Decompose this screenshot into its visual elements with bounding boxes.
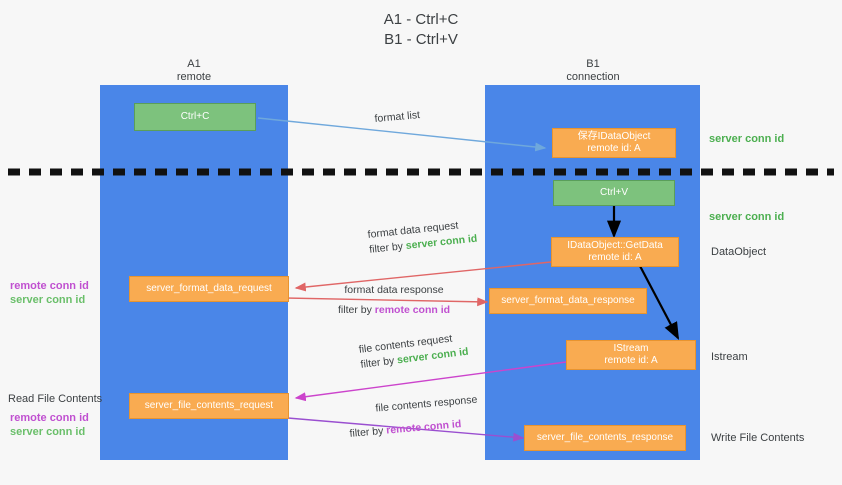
node-server-format-data-response[interactable]: server_format_data_response — [489, 288, 647, 314]
label-server-conn-id-1: server conn id — [10, 294, 86, 306]
node-server-file-contents-response-label: server_file_contents_response — [536, 432, 674, 443]
annotation-file-contents-request: file contents request filter by server c… — [358, 330, 469, 373]
annotation-format-data-response-prefix: filter by — [338, 304, 375, 316]
annotation-format-data-request: format data request filter by server con… — [367, 217, 478, 258]
annotation-format-data-request-prefix: filter by — [368, 240, 407, 256]
node-ctrl-c-label: Ctrl+C — [180, 111, 210, 122]
column-header-a1: A1 remote — [104, 58, 284, 84]
annotation-format-data-response-line2: filter by remote conn id — [338, 303, 450, 318]
node-istream-line1: IStream — [613, 343, 649, 354]
annotation-format-list: format list — [374, 108, 421, 127]
node-server-format-data-request-label: server_format_data_request — [146, 283, 272, 294]
label-read-file-contents: Read File Contents — [8, 393, 103, 405]
annotation-format-data-response-highlight: remote conn id — [374, 304, 451, 316]
node-server-file-contents-request[interactable]: server_file_contents_request — [129, 393, 289, 419]
annotation-file-contents-response-line1: file contents response — [374, 393, 478, 415]
title-line-1: A1 - Ctrl+C — [383, 11, 459, 28]
annotation-file-contents-response-prefix: filter by — [349, 424, 387, 440]
node-istream-line2: remote id: A — [604, 355, 658, 366]
label-istream: Istream — [711, 351, 748, 363]
column-b1-name: B1 — [586, 58, 600, 70]
label-dataobject: DataObject — [711, 246, 767, 258]
column-b1-role: connection — [566, 71, 620, 83]
label-conn-id-stack-bottom: remote conn id server conn id — [10, 411, 89, 439]
annotation-file-contents-request-prefix: filter by — [359, 354, 398, 371]
node-istream[interactable]: IStream remote id: A — [566, 340, 696, 370]
label-server-conn-id-mid: server conn id — [709, 211, 785, 223]
annotation-file-contents-response-line2: filter by remote conn id — [349, 416, 480, 442]
label-server-conn-id-2: server conn id — [10, 426, 86, 438]
node-ctrl-v[interactable]: Ctrl+V — [553, 180, 675, 206]
page-title: A1 - Ctrl+C B1 - Ctrl+V — [0, 10, 842, 50]
column-a1-role: remote — [176, 71, 212, 83]
annotation-file-contents-response: file contents response filter by remote … — [347, 393, 480, 442]
annotation-file-contents-response-highlight: remote conn id — [385, 418, 462, 437]
title-line-2: B1 - Ctrl+V — [384, 31, 458, 48]
column-header-b1: B1 connection — [503, 58, 683, 84]
label-conn-id-stack-top: remote conn id server conn id — [10, 279, 89, 307]
node-server-file-contents-request-label: server_file_contents_request — [144, 400, 274, 411]
annotation-format-list-text: format list — [374, 109, 421, 125]
label-remote-conn-id-2: remote conn id — [10, 412, 89, 424]
column-a1-name: A1 — [187, 58, 201, 70]
annotation-format-data-response-line1: format data response — [344, 284, 444, 296]
label-write-file-contents: Write File Contents — [711, 432, 805, 444]
label-remote-conn-id-1: remote conn id — [10, 280, 89, 292]
node-server-format-data-request[interactable]: server_format_data_request — [129, 276, 289, 302]
node-save-idataobject[interactable]: 保存IDataObject remote id: A — [552, 128, 676, 158]
label-server-conn-id-top: server conn id — [709, 133, 785, 145]
node-idataobject-getdata-line1: IDataObject::GetData — [567, 240, 663, 251]
annotation-format-data-response: format data response filter by remote co… — [338, 283, 450, 318]
node-save-idataobject-line2: remote id: A — [587, 143, 641, 154]
node-save-idataobject-line1: 保存IDataObject — [577, 131, 651, 142]
node-ctrl-v-label: Ctrl+V — [599, 187, 629, 198]
node-server-format-data-response-label: server_format_data_response — [501, 295, 635, 306]
node-idataobject-getdata-line2: remote id: A — [588, 252, 642, 263]
node-ctrl-c[interactable]: Ctrl+C — [134, 103, 256, 131]
node-server-file-contents-response[interactable]: server_file_contents_response — [524, 425, 686, 451]
node-idataobject-getdata[interactable]: IDataObject::GetData remote id: A — [551, 237, 679, 267]
